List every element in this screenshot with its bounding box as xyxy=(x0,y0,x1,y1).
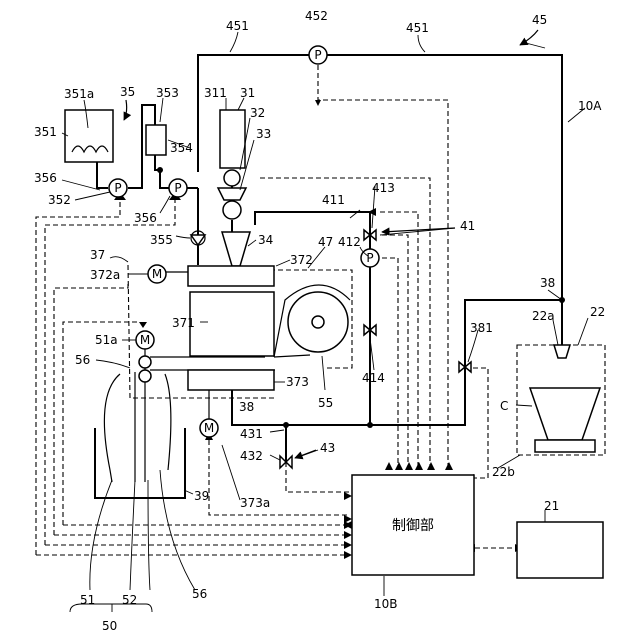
label-381: 381 xyxy=(470,321,493,335)
label-311: 311 xyxy=(204,86,227,100)
label-33: 33 xyxy=(256,127,271,141)
label-372a: 372a xyxy=(90,268,120,282)
drum-55-core xyxy=(312,316,324,328)
unit-373 xyxy=(188,370,274,390)
svg-text:M: M xyxy=(204,421,214,435)
nozzle-22a xyxy=(554,345,570,358)
label-45: 45 xyxy=(532,13,547,27)
motor-51a: M xyxy=(136,331,154,349)
pipe-network xyxy=(97,55,562,482)
unit-33 xyxy=(218,188,246,200)
unit-33-roller xyxy=(223,201,241,219)
svg-text:M: M xyxy=(152,267,162,281)
label-413: 413 xyxy=(372,181,395,195)
hopper-34 xyxy=(222,232,250,266)
label-452: 452 xyxy=(305,9,328,23)
label-37: 37 xyxy=(90,248,105,262)
roller-51a xyxy=(139,356,151,368)
label-51: 51 xyxy=(80,593,95,607)
label-32: 32 xyxy=(250,106,265,120)
label-21: 21 xyxy=(544,499,559,513)
pump-412: P xyxy=(361,249,379,267)
label-C: C xyxy=(500,399,508,413)
svg-text:M: M xyxy=(140,333,150,347)
label-373: 373 xyxy=(286,375,309,389)
svg-text:P: P xyxy=(314,48,321,62)
label-38b: 38 xyxy=(239,400,254,414)
label-451a: 451 xyxy=(226,19,249,33)
motor-372a: M xyxy=(148,265,166,283)
label-414: 414 xyxy=(362,371,385,385)
label-10A: 10A xyxy=(578,99,602,113)
label-35: 35 xyxy=(120,85,135,99)
label-55: 55 xyxy=(318,396,333,410)
label-356a: 356 xyxy=(34,171,57,185)
label-356b: 356 xyxy=(134,211,157,225)
label-50: 50 xyxy=(102,619,117,633)
label-39: 39 xyxy=(194,489,209,503)
svg-text:P: P xyxy=(114,181,121,195)
label-353: 353 xyxy=(156,86,179,100)
label-10B: 10B xyxy=(374,597,398,611)
arrow-45 xyxy=(520,30,538,45)
label-432: 432 xyxy=(240,449,263,463)
cup-C xyxy=(530,388,600,440)
motor-373a: M xyxy=(200,419,218,437)
pump-352: P xyxy=(109,179,127,197)
label-22a: 22a xyxy=(532,309,555,323)
unit-371 xyxy=(190,292,274,356)
filter-351 xyxy=(65,110,113,162)
label-38a: 38 xyxy=(540,276,555,290)
label-22: 22 xyxy=(590,305,605,319)
label-351: 351 xyxy=(34,125,57,139)
label-352: 352 xyxy=(48,193,71,207)
cup-stand-22b xyxy=(535,440,595,452)
unit-372 xyxy=(188,266,274,286)
arrow-35 xyxy=(124,100,127,120)
label-22b: 22b xyxy=(492,465,515,479)
label-56a: 56 xyxy=(75,353,90,367)
label-431: 431 xyxy=(240,427,263,441)
label-412: 412 xyxy=(338,235,361,249)
label-354: 354 xyxy=(170,141,193,155)
label-52: 52 xyxy=(122,593,137,607)
label-372: 372 xyxy=(290,253,313,267)
label-43: 43 xyxy=(320,441,335,455)
label-56b: 56 xyxy=(192,587,207,601)
unit-21 xyxy=(517,522,603,578)
arrow-43 xyxy=(295,450,316,458)
label-47: 47 xyxy=(318,235,333,249)
controller-label: 制御部 xyxy=(392,518,434,534)
label-351a: 351a xyxy=(64,87,94,101)
unit-32 xyxy=(224,170,240,186)
svg-text:P: P xyxy=(366,251,373,265)
label-373a: 373a xyxy=(240,496,270,510)
label-34: 34 xyxy=(258,233,273,247)
label-451b: 451 xyxy=(406,21,429,35)
pump-356: P xyxy=(169,179,187,197)
label-31: 31 xyxy=(240,86,255,100)
label-411: 411 xyxy=(322,193,345,207)
svg-text:P: P xyxy=(174,181,181,195)
label-355: 355 xyxy=(150,233,173,247)
pump-452: P xyxy=(309,46,327,64)
unit-31 xyxy=(220,110,245,168)
label-51a: 51a xyxy=(95,333,118,347)
label-371: 371 xyxy=(172,316,195,330)
unit-353 xyxy=(146,125,166,155)
label-41: 41 xyxy=(460,219,475,233)
roller-52 xyxy=(139,370,151,382)
